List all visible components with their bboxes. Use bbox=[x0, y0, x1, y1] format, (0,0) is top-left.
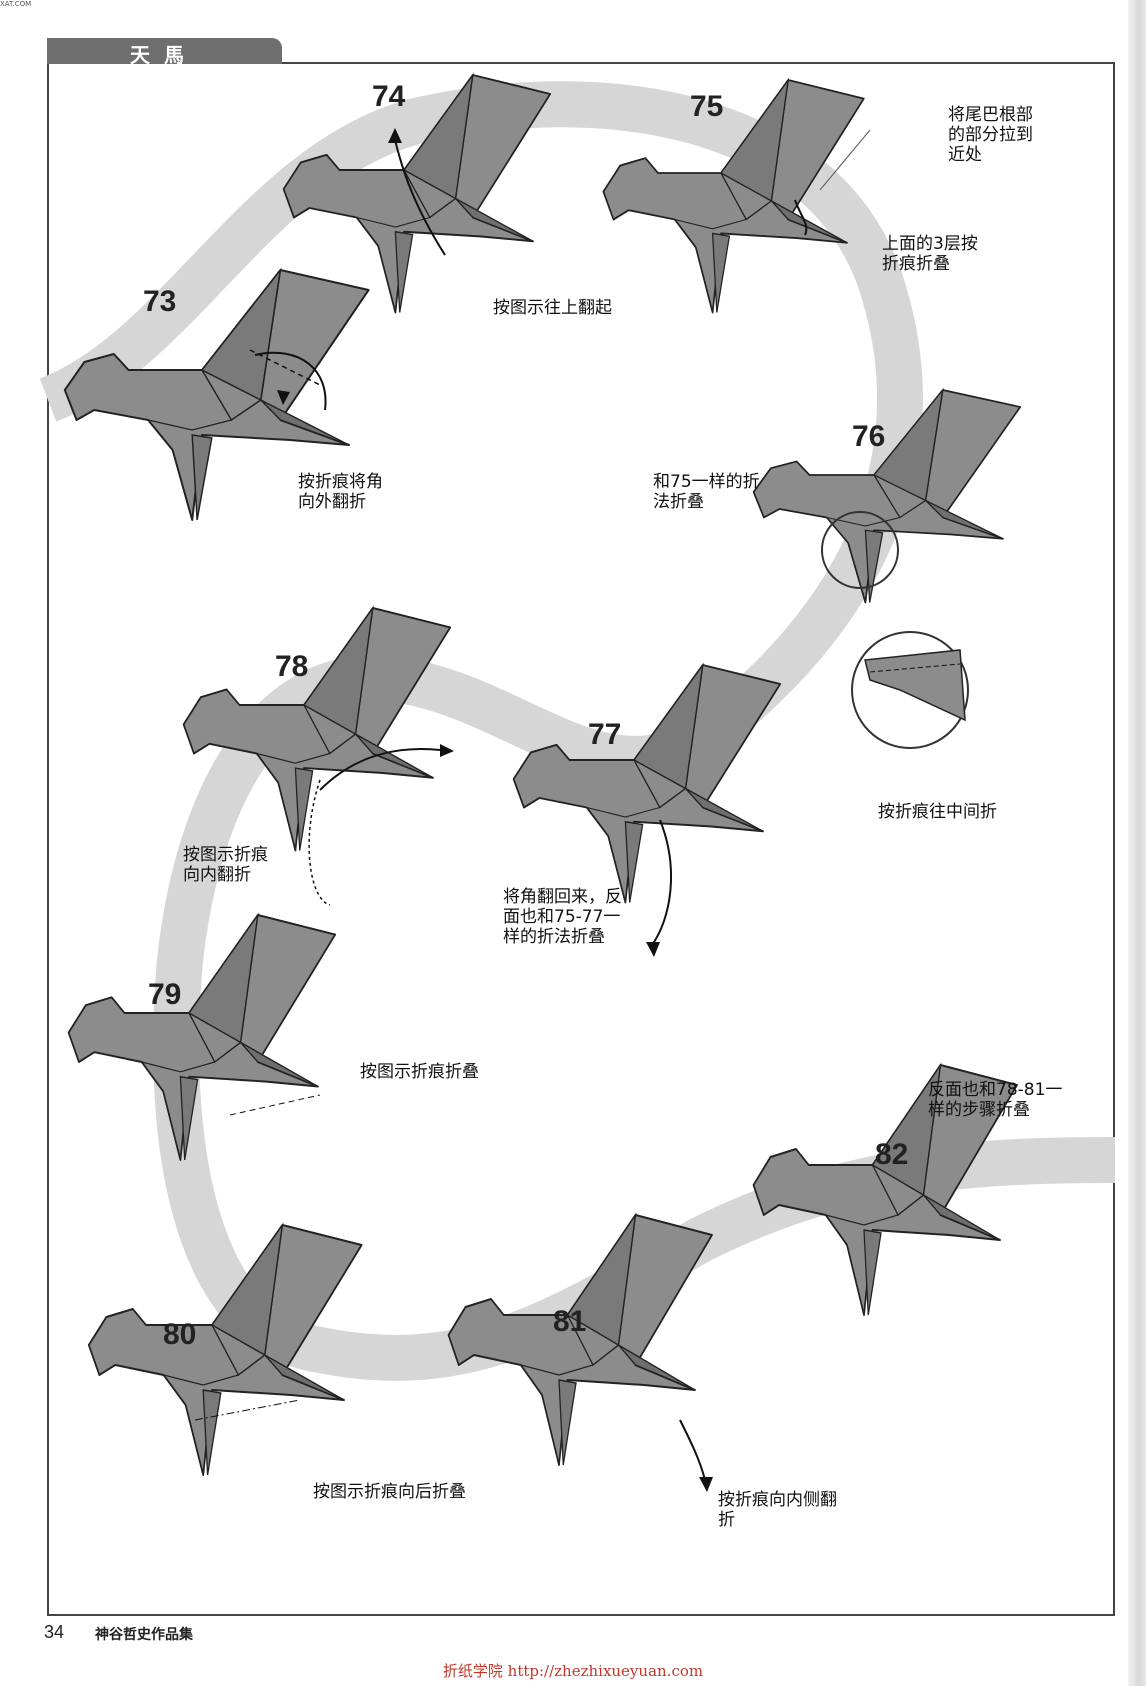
instruction-74: 按图示往上翻起 bbox=[493, 298, 612, 318]
step-number-80: 80 bbox=[163, 1318, 196, 1352]
step-number-75: 75 bbox=[690, 90, 723, 124]
step-number-78: 78 bbox=[275, 650, 308, 684]
step-number-81: 81 bbox=[553, 1305, 586, 1339]
step-number-79: 79 bbox=[148, 978, 181, 1012]
instruction-76: 和75一样的折 法折叠 bbox=[653, 472, 760, 512]
instruction-79: 按图示折痕折叠 bbox=[360, 1062, 479, 1082]
instruction-80: 按图示折痕向后折叠 bbox=[313, 1482, 466, 1502]
step-number-77: 77 bbox=[588, 718, 621, 752]
page-number: 34 bbox=[44, 1622, 64, 1643]
instruction-75-layers: 上面的3层按 折痕折叠 bbox=[882, 234, 978, 274]
instruction-77: 将角翻回来，反 面也和75-77一 样的折法折叠 bbox=[503, 887, 622, 947]
instruction-76-detail: 按折痕往中间折 bbox=[878, 802, 997, 822]
instruction-81: 按折痕向内侧翻 折 bbox=[718, 1490, 837, 1530]
instruction-82: 反面也和78-81一 样的步骤折叠 bbox=[928, 1080, 1062, 1120]
instruction-78: 按图示折痕 向内翻折 bbox=[183, 845, 268, 885]
step-number-74: 74 bbox=[372, 80, 405, 114]
footer-site-watermark: 折纸学院 http://zhezhixueyuan.com bbox=[0, 1660, 1146, 1681]
step-number-76: 76 bbox=[852, 420, 885, 454]
instruction-75-tail: 将尾巴根部 的部分拉到 近处 bbox=[948, 105, 1033, 165]
instruction-73: 按折痕将角 向外翻折 bbox=[298, 472, 383, 512]
book-title: 神谷哲史作品集 bbox=[95, 1624, 193, 1644]
step-number-73: 73 bbox=[143, 285, 176, 319]
step-number-82: 82 bbox=[875, 1138, 908, 1172]
